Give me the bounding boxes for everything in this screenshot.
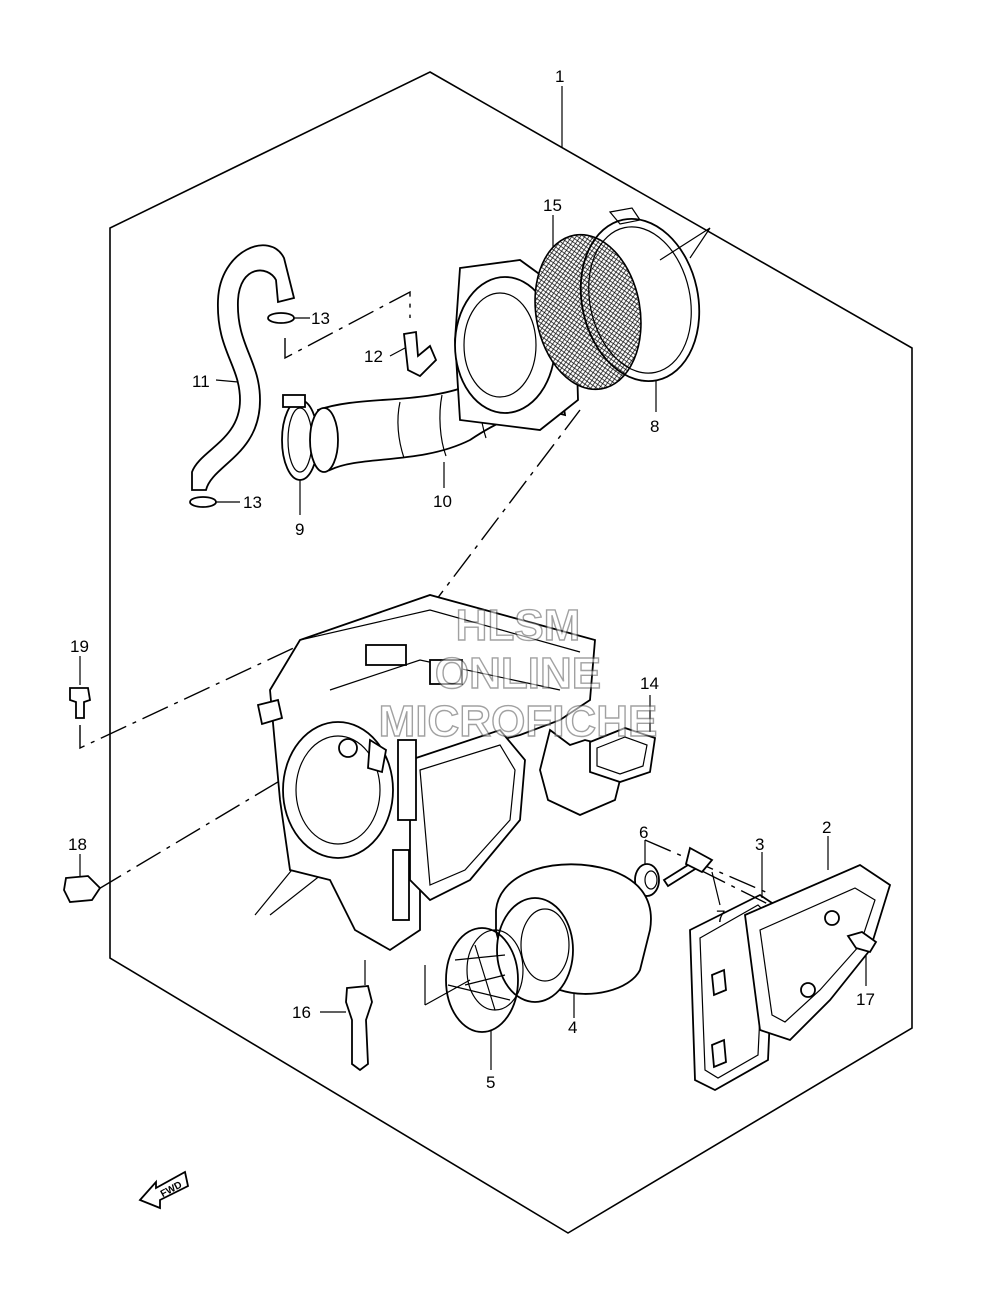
case-outlet [282,721,394,859]
part-label-9: 9 [295,520,304,539]
svg-text:ONLINE: ONLINE [435,649,601,698]
hose-clamp-bottom [189,496,217,508]
filter-screen [534,233,642,391]
part-label-2: 2 [822,818,831,837]
breather-hose [191,244,296,491]
part-label-5: 5 [486,1073,495,1092]
part-label-11: 11 [192,372,210,391]
part-label-8: 8 [650,417,659,436]
part-label-12: 12 [364,347,383,366]
svg-text:HLSM: HLSM [456,601,581,650]
part-labels: 1 2 3 4 5 6 7 8 9 10 11 12 13 13 14 15 1… [68,67,875,1092]
svg-text:MICROFICHE: MICROFICHE [379,697,658,746]
case-center-hub [338,738,358,758]
forward-arrow: FWD [138,1170,190,1210]
part-label-16: 16 [292,1003,311,1022]
elbow-fitting [403,330,438,378]
part-label-17: 17 [856,990,875,1009]
mounting-bolt [69,687,92,719]
part-label-10: 10 [433,492,452,511]
cover-screw [846,931,878,954]
intake-cap [579,217,701,383]
svg-text:FWD: FWD [159,1180,184,1200]
case-tab [365,644,407,666]
part-label-14: 14 [640,674,659,693]
cover-gasket [689,893,776,1092]
case-right-panel [409,728,526,902]
part-label-1: 1 [555,67,564,86]
drain-plug [345,985,373,1072]
part-label-18: 18 [68,835,87,854]
filter-element-face [496,897,574,1003]
part-label-13-bottom: 13 [243,493,262,512]
intake-tube-end [309,407,339,473]
part-label-7: 7 [716,907,725,926]
part-label-13-top: 13 [311,309,330,328]
part-label-19: 19 [70,637,89,656]
mounting-clip [63,875,102,903]
part-label-6: 6 [639,823,648,842]
filter-frame [445,927,519,1033]
part-label-3: 3 [755,835,764,854]
watermark: HLSM ONLINE MICROFICHE [378,600,658,746]
hose-clamp-top [267,312,295,324]
air-cleaner-cover [744,863,892,1042]
assembly-outline [109,71,913,1234]
intake-clamp-screw [282,394,306,408]
part-label-15: 15 [543,196,562,215]
part-label-4: 4 [568,1018,577,1037]
